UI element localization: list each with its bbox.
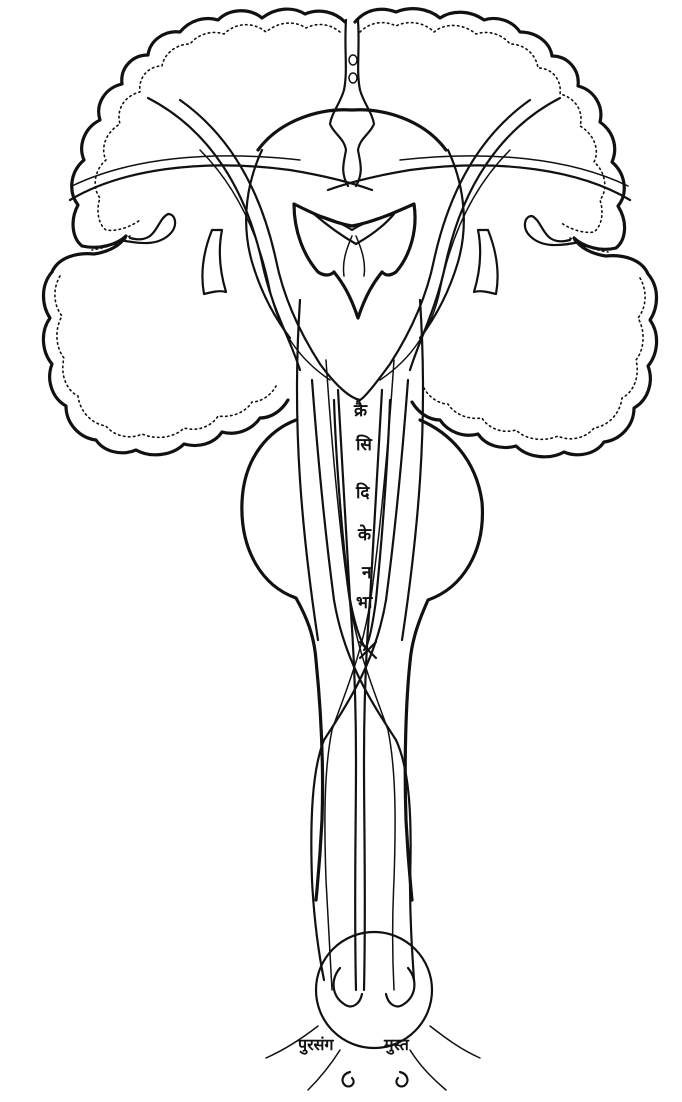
right-hemisphere-outline (355, 9, 657, 457)
descend-a (312, 380, 414, 980)
spinal-root-lower-right (410, 1050, 446, 1090)
upper-tracts (148, 98, 560, 400)
label-vertical-2: सि (355, 434, 373, 455)
left-temporal-notch (120, 214, 175, 243)
fissure-dot-1 (349, 55, 357, 65)
fissure-dot-2 (349, 73, 357, 83)
tract-right-inner (360, 100, 530, 400)
upper-dome (258, 110, 446, 150)
central-structure (294, 204, 415, 318)
central-outline (294, 204, 415, 318)
spinal-root-lower-left (308, 1050, 340, 1090)
label-vertical-4: के (357, 524, 372, 545)
spinal-curl-left (343, 1072, 354, 1086)
left-hemisphere (43, 9, 372, 455)
label-vertical-1: क्रै (353, 400, 368, 421)
fissure-right-edge (356, 20, 374, 186)
lateral-ventricle-right-wall (420, 150, 464, 338)
label-vertical-6: भा (356, 593, 373, 613)
spinal-ventral-root-right (430, 1026, 480, 1058)
left-ventricle-mark (202, 230, 226, 294)
spinal-section (266, 932, 480, 1090)
left-hemisphere-outline (43, 9, 345, 455)
right-ventricle-mark (474, 230, 498, 294)
label-bottom-left: पुरसंग (297, 1035, 334, 1055)
label-vertical-5: न (361, 563, 372, 583)
right-temporal-notch (525, 216, 580, 245)
label-vertical-3: दि (355, 482, 370, 503)
medulla-left-outline (316, 660, 323, 900)
tract-right-outer (410, 98, 560, 370)
pons-left-inner (297, 300, 318, 640)
right-hemisphere (328, 9, 657, 457)
label-bottom-right: मुस्त (383, 1035, 410, 1055)
right-sulcus-upper-inner (400, 156, 628, 186)
lateral-ventricle-left-wall (246, 150, 290, 338)
right-cortex-inner-dotted (360, 23, 645, 440)
fissure-left-edge (330, 20, 348, 186)
spinal-curl-right (396, 1072, 407, 1086)
spinal-gray-right (386, 968, 414, 1006)
midline-fissure (330, 20, 374, 186)
spinal-gray-left (334, 968, 362, 1006)
